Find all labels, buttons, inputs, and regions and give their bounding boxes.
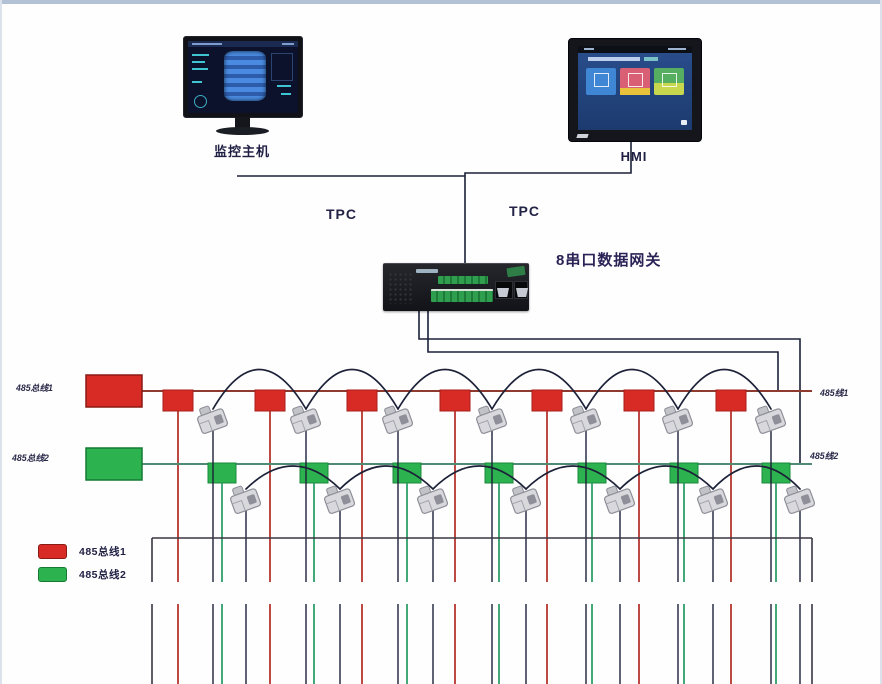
hmi-tile-green — [654, 68, 684, 95]
hmi-tile-red — [620, 68, 650, 95]
bus1-head-block — [85, 374, 143, 408]
legend: 485总线1 485总线2 — [38, 543, 126, 589]
gateway-terminal-block-1 — [438, 276, 488, 284]
legend-item-bus2: 485总线2 — [38, 566, 126, 582]
monitor-stand-base — [216, 127, 269, 135]
frame-left — [0, 0, 2, 684]
legend-label-bus2: 485总线2 — [79, 568, 127, 581]
bus1-node-drops — [177, 411, 732, 684]
sensor-cables — [212, 430, 801, 684]
hmi-to-gateway-wire — [464, 142, 632, 263]
monitor-gauge-icon — [194, 95, 207, 108]
monitor-side-panel — [271, 53, 293, 81]
frame-top — [0, 0, 882, 4]
hmi-screen — [578, 46, 692, 130]
bus1-right-label: 485线1 — [820, 388, 849, 399]
hmi-label: HMI — [620, 149, 648, 164]
legend-item-bus1: 485总线1 — [38, 543, 126, 559]
hmi-tile-blue — [586, 68, 616, 95]
legend-swatch-red — [38, 543, 67, 559]
monitor-label: 监控主机 — [213, 144, 270, 159]
bus2-arcs — [245, 465, 801, 490]
gateway-terminal-block-2 — [431, 289, 493, 302]
gateway-to-bus1-wire — [427, 310, 779, 390]
legend-label-bus1: 485总线1 — [79, 545, 127, 558]
bus1-nodes — [162, 389, 747, 412]
gateway-to-bus2-wire — [418, 310, 801, 463]
gateway-ethernet-port-1 — [495, 281, 513, 299]
hmi-device — [568, 38, 702, 142]
gateway-label: 8串口数据网关 — [556, 252, 662, 269]
gateway-antenna-board — [506, 265, 526, 278]
tpc-left-label: TPC — [326, 206, 357, 222]
bus1-arcs — [212, 368, 772, 410]
bus1-left-label: 485总线1 — [16, 383, 53, 394]
frame-right — [880, 0, 882, 684]
bus2-right-label: 485线2 — [810, 451, 839, 462]
legend-swatch-green — [38, 566, 67, 582]
monitor-stand-neck — [235, 117, 250, 128]
monitor-screen — [188, 41, 298, 113]
hmi-brand-mark — [576, 134, 589, 138]
tpc-right-label: TPC — [509, 203, 540, 219]
gateway-vent-grid — [388, 272, 412, 304]
bus2-left-label: 485总线2 — [12, 453, 49, 464]
bus2-sensors — [226, 480, 816, 515]
bus2-node-drops — [221, 483, 777, 684]
bus2-head-block — [85, 447, 143, 481]
gateway-brand-mark — [416, 269, 438, 273]
gateway-device — [383, 263, 529, 311]
monitor-coil-graphic — [224, 51, 266, 101]
gateway-ethernet-port-2 — [514, 281, 528, 299]
monitor-device — [183, 36, 303, 135]
